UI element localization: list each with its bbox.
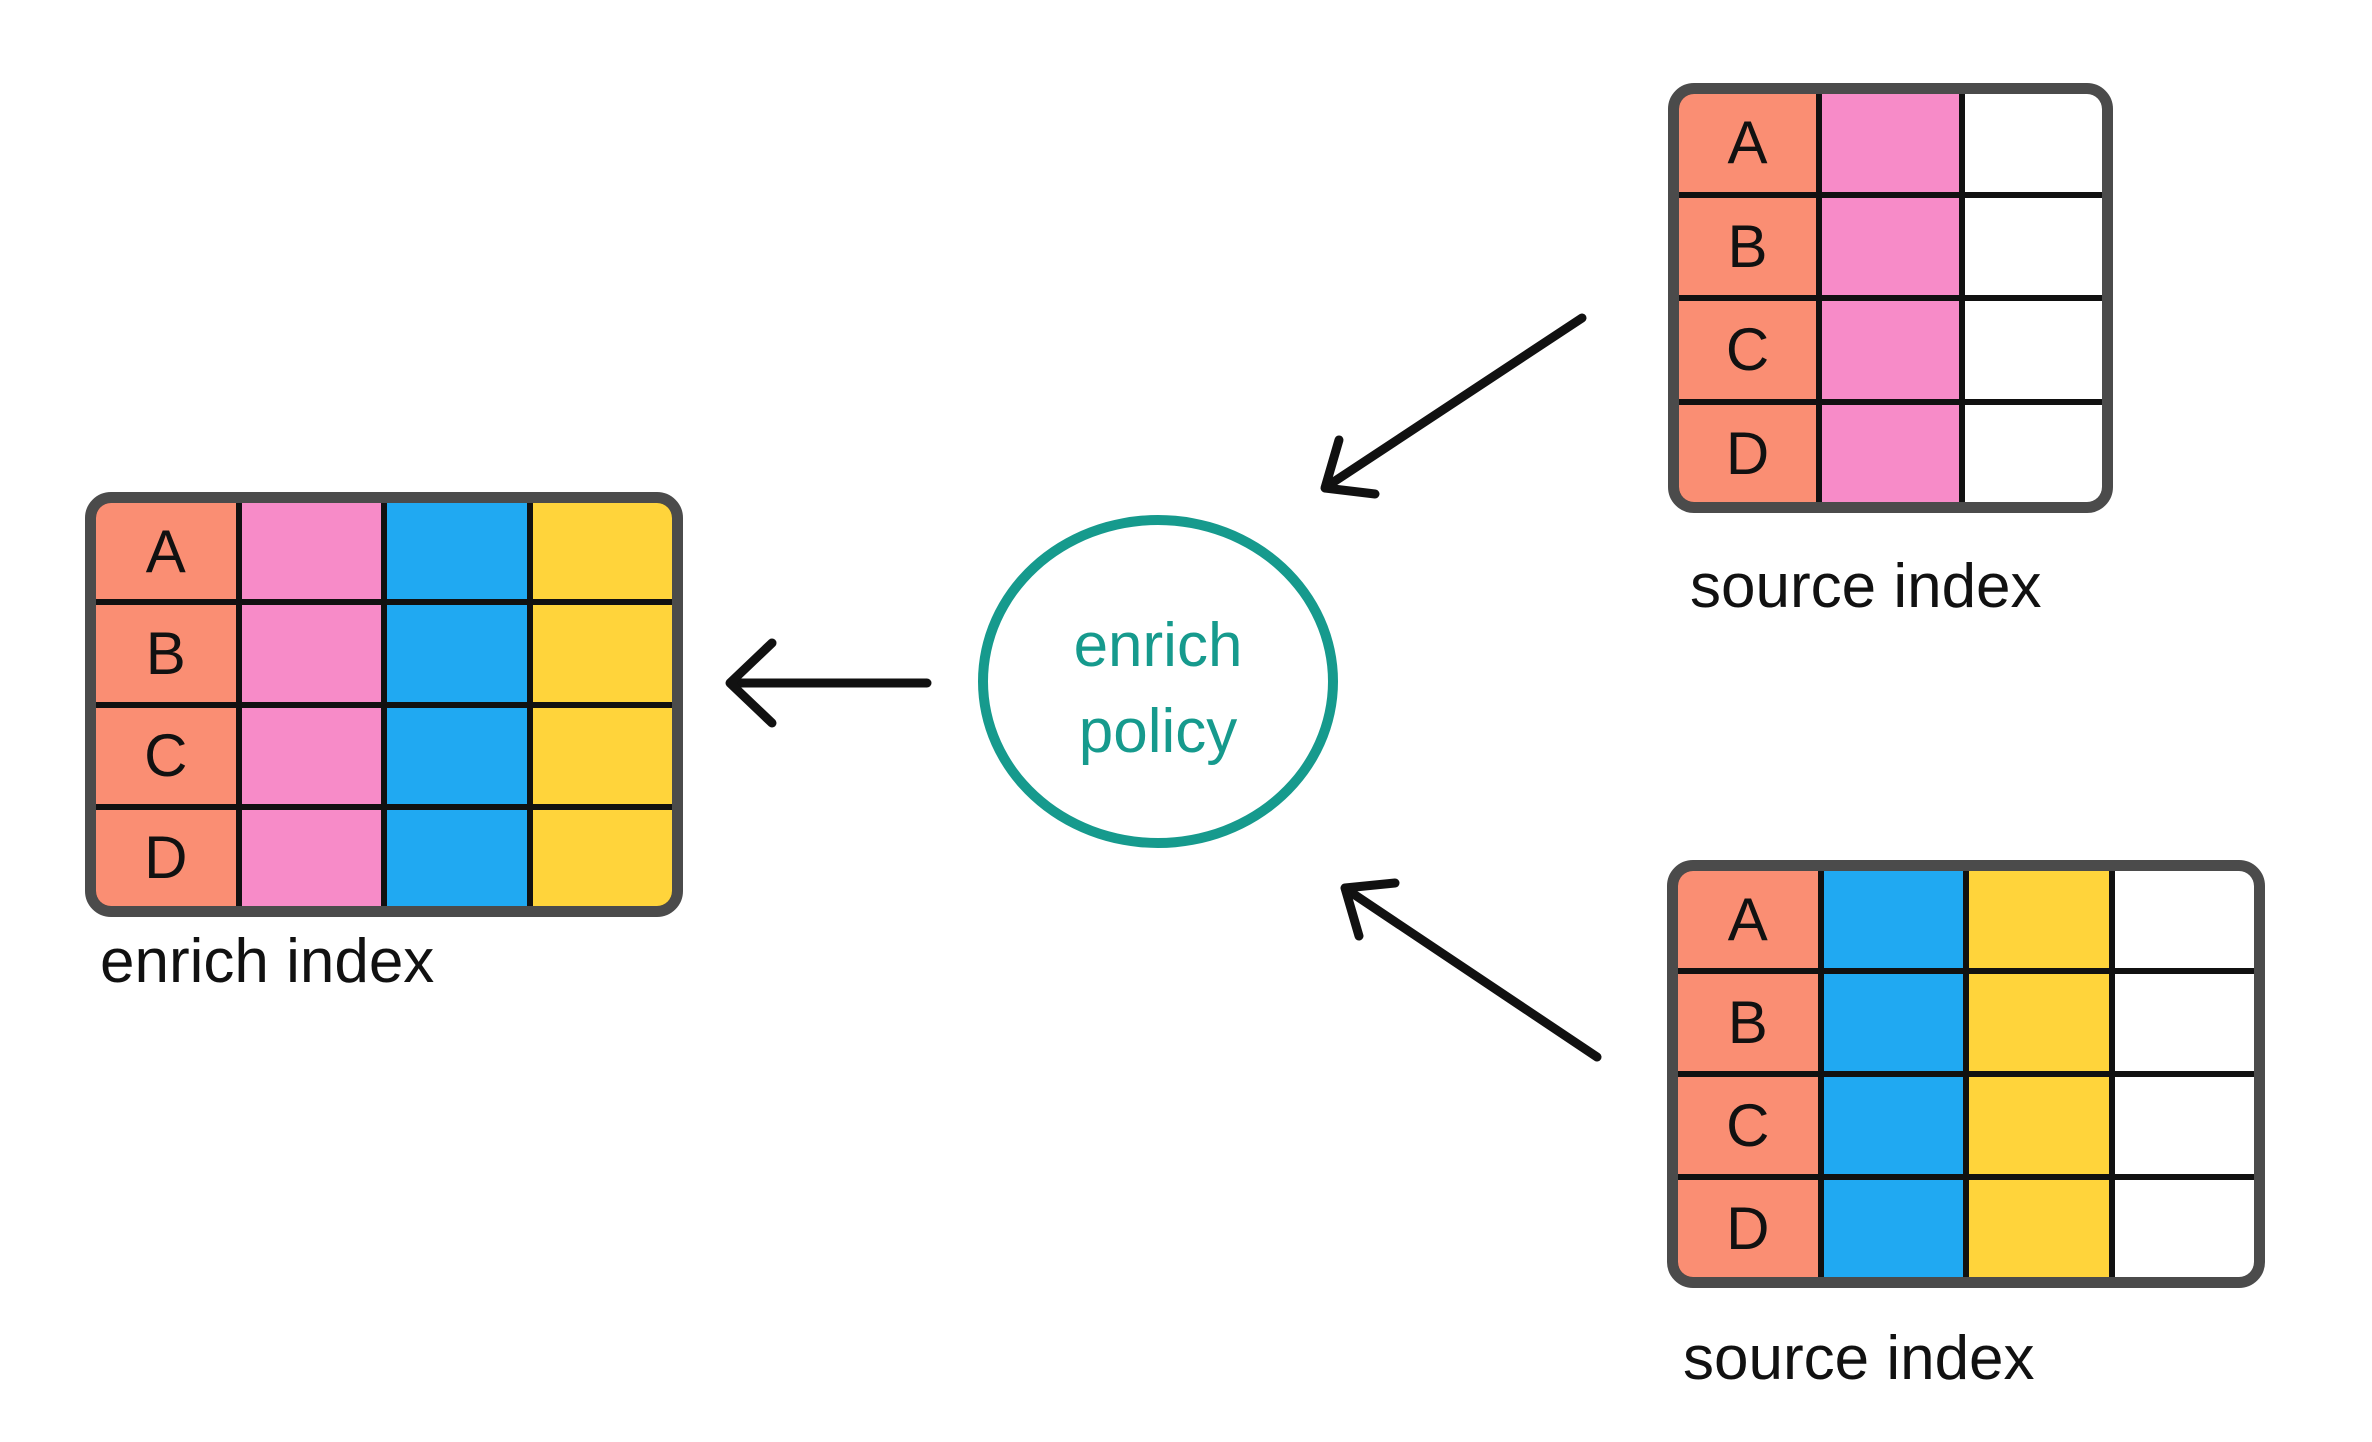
data-cell-yellow [1969,974,2109,1071]
arrow-source-index-top-to-policy [1320,313,1587,499]
data-cell-blue [1823,974,1963,1071]
data-cell-yellow [532,605,672,702]
data-cell-yellow [532,707,672,804]
row-header-cell: C [1678,1077,1818,1174]
data-cell-blue [387,605,527,702]
row-header-cell: B [1678,974,1818,1071]
row-header-cell: D [1678,1180,1818,1277]
data-cell-yellow [1969,1077,2109,1174]
data-cell-yellow [1969,871,2109,968]
row-header-cell: D [1679,404,1816,502]
data-cell-yellow [532,503,672,600]
row-header-cell: A [96,503,236,600]
data-cell-blue [387,503,527,600]
data-cell-pink [1822,197,1959,295]
data-cell-white [1965,94,2102,192]
data-cell-blue [1823,1180,1963,1277]
row-header-cell: B [96,605,236,702]
data-cell-white [2114,871,2254,968]
arrow-source-index-bottom-to-policy [1340,878,1602,1062]
data-cell-white [2114,1077,2254,1174]
row-header-cell: C [96,707,236,804]
data-cell-pink [241,809,381,906]
source-index-top-label: source index [1690,552,2042,621]
data-cell-blue [1823,871,1963,968]
data-cell-white [2114,1180,2254,1277]
row-header-cell: B [1679,197,1816,295]
data-cell-pink [1822,94,1959,192]
enrich-policy-circle: enrich policy [978,515,1338,848]
row-header-cell: A [1679,94,1816,192]
data-cell-white [1965,404,2102,502]
source-index-bottom-label: source index [1683,1324,2035,1393]
data-cell-white [1965,301,2102,399]
data-cell-blue [387,707,527,804]
data-cell-pink [241,605,381,702]
data-cell-pink [1822,404,1959,502]
data-cell-yellow [1969,1180,2109,1277]
data-cell-pink [1822,301,1959,399]
data-cell-white [2114,974,2254,1071]
enrich-index-label: enrich index [100,927,435,996]
arrow-policy-to-enrich-index [725,638,932,728]
row-header-cell: D [96,809,236,906]
row-header-cell: A [1678,871,1818,968]
data-cell-blue [387,809,527,906]
data-cell-pink [241,503,381,600]
data-cell-pink [241,707,381,804]
data-cell-yellow [532,809,672,906]
row-header-cell: C [1679,301,1816,399]
policy-label-line1: enrich [1073,610,1243,680]
policy-label-line2: policy [1078,696,1238,766]
data-cell-blue [1823,1077,1963,1174]
data-cell-white [1965,197,2102,295]
